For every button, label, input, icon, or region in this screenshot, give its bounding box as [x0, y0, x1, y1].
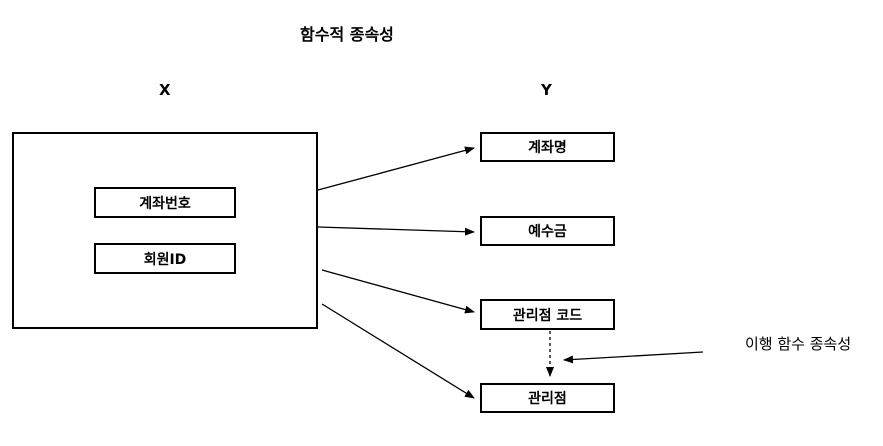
- transitive-dependency-label: 이행 함수 종속성: [745, 335, 852, 353]
- attribute-account-name: 계좌명: [480, 132, 615, 162]
- attribute-member-id: 회원ID: [94, 243, 236, 274]
- arrow-to-branch: [321, 303, 475, 399]
- x-label: X: [159, 81, 171, 99]
- arrow-to-branch-code: [321, 269, 475, 314]
- arrow-to-deposit: [317, 226, 475, 236]
- arrow-to-account-name: [317, 146, 475, 191]
- attribute-branch-code: 관리점 코드: [480, 299, 615, 330]
- attribute-branch: 관리점: [480, 383, 615, 413]
- arrow-from-transitive-label: [563, 351, 704, 364]
- diagram-title: 함수적 종속성: [300, 25, 394, 44]
- x-determinant-box: [12, 132, 318, 329]
- attribute-deposit: 예수금: [480, 216, 615, 246]
- y-label: Y: [541, 81, 552, 99]
- attribute-account-number: 계좌번호: [94, 187, 236, 218]
